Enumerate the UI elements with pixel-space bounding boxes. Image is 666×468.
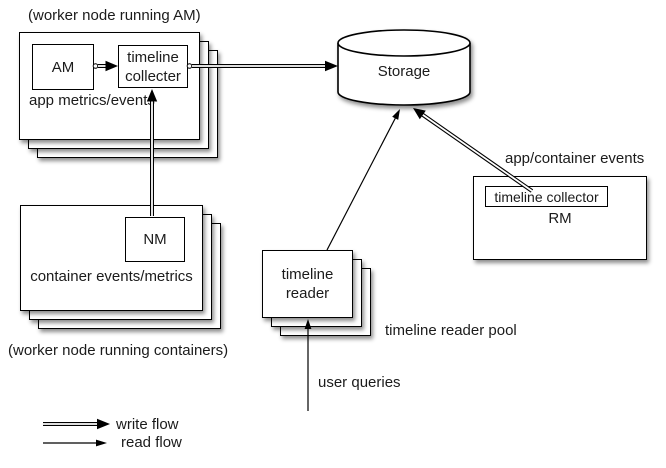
read-arrow-reader-to-storage bbox=[326, 109, 400, 251]
legend-write-arrow bbox=[43, 418, 110, 430]
am-box: AM bbox=[32, 44, 94, 90]
rm-label: RM bbox=[548, 210, 572, 227]
storage-cylinder bbox=[337, 29, 471, 106]
am-node-caption: (worker node running AM) bbox=[28, 7, 201, 24]
rm-node-caption: app/container events bbox=[505, 150, 645, 167]
timeline-reader-box: timeline reader bbox=[262, 250, 353, 318]
timeline-collector-am-box: timeline collecter bbox=[118, 45, 188, 88]
nm-box-label: NM bbox=[143, 231, 167, 248]
nm-box: NM bbox=[125, 217, 185, 262]
am-box-label: AM bbox=[51, 58, 75, 76]
legend-write-label: write flow bbox=[116, 416, 179, 433]
storage-label: Storage bbox=[378, 63, 431, 80]
legend-read-label: read flow bbox=[121, 434, 182, 451]
app-metrics-label: app metrics/events bbox=[29, 92, 155, 109]
legend-read-arrow bbox=[43, 439, 107, 447]
timeline-collector-rm-box: timeline collector bbox=[485, 186, 608, 207]
user-queries-caption: user queries bbox=[318, 374, 401, 391]
reader-pool-caption: timeline reader pool bbox=[385, 322, 517, 339]
container-events-label: container events/metrics bbox=[30, 268, 193, 285]
timeline-reader-label: timeline reader bbox=[281, 266, 334, 302]
timeline-collector-am-label: timeline collecter bbox=[125, 48, 181, 85]
timeline-collector-rm-label: timeline collector bbox=[494, 188, 599, 205]
nm-node-caption: (worker node running containers) bbox=[8, 342, 229, 359]
